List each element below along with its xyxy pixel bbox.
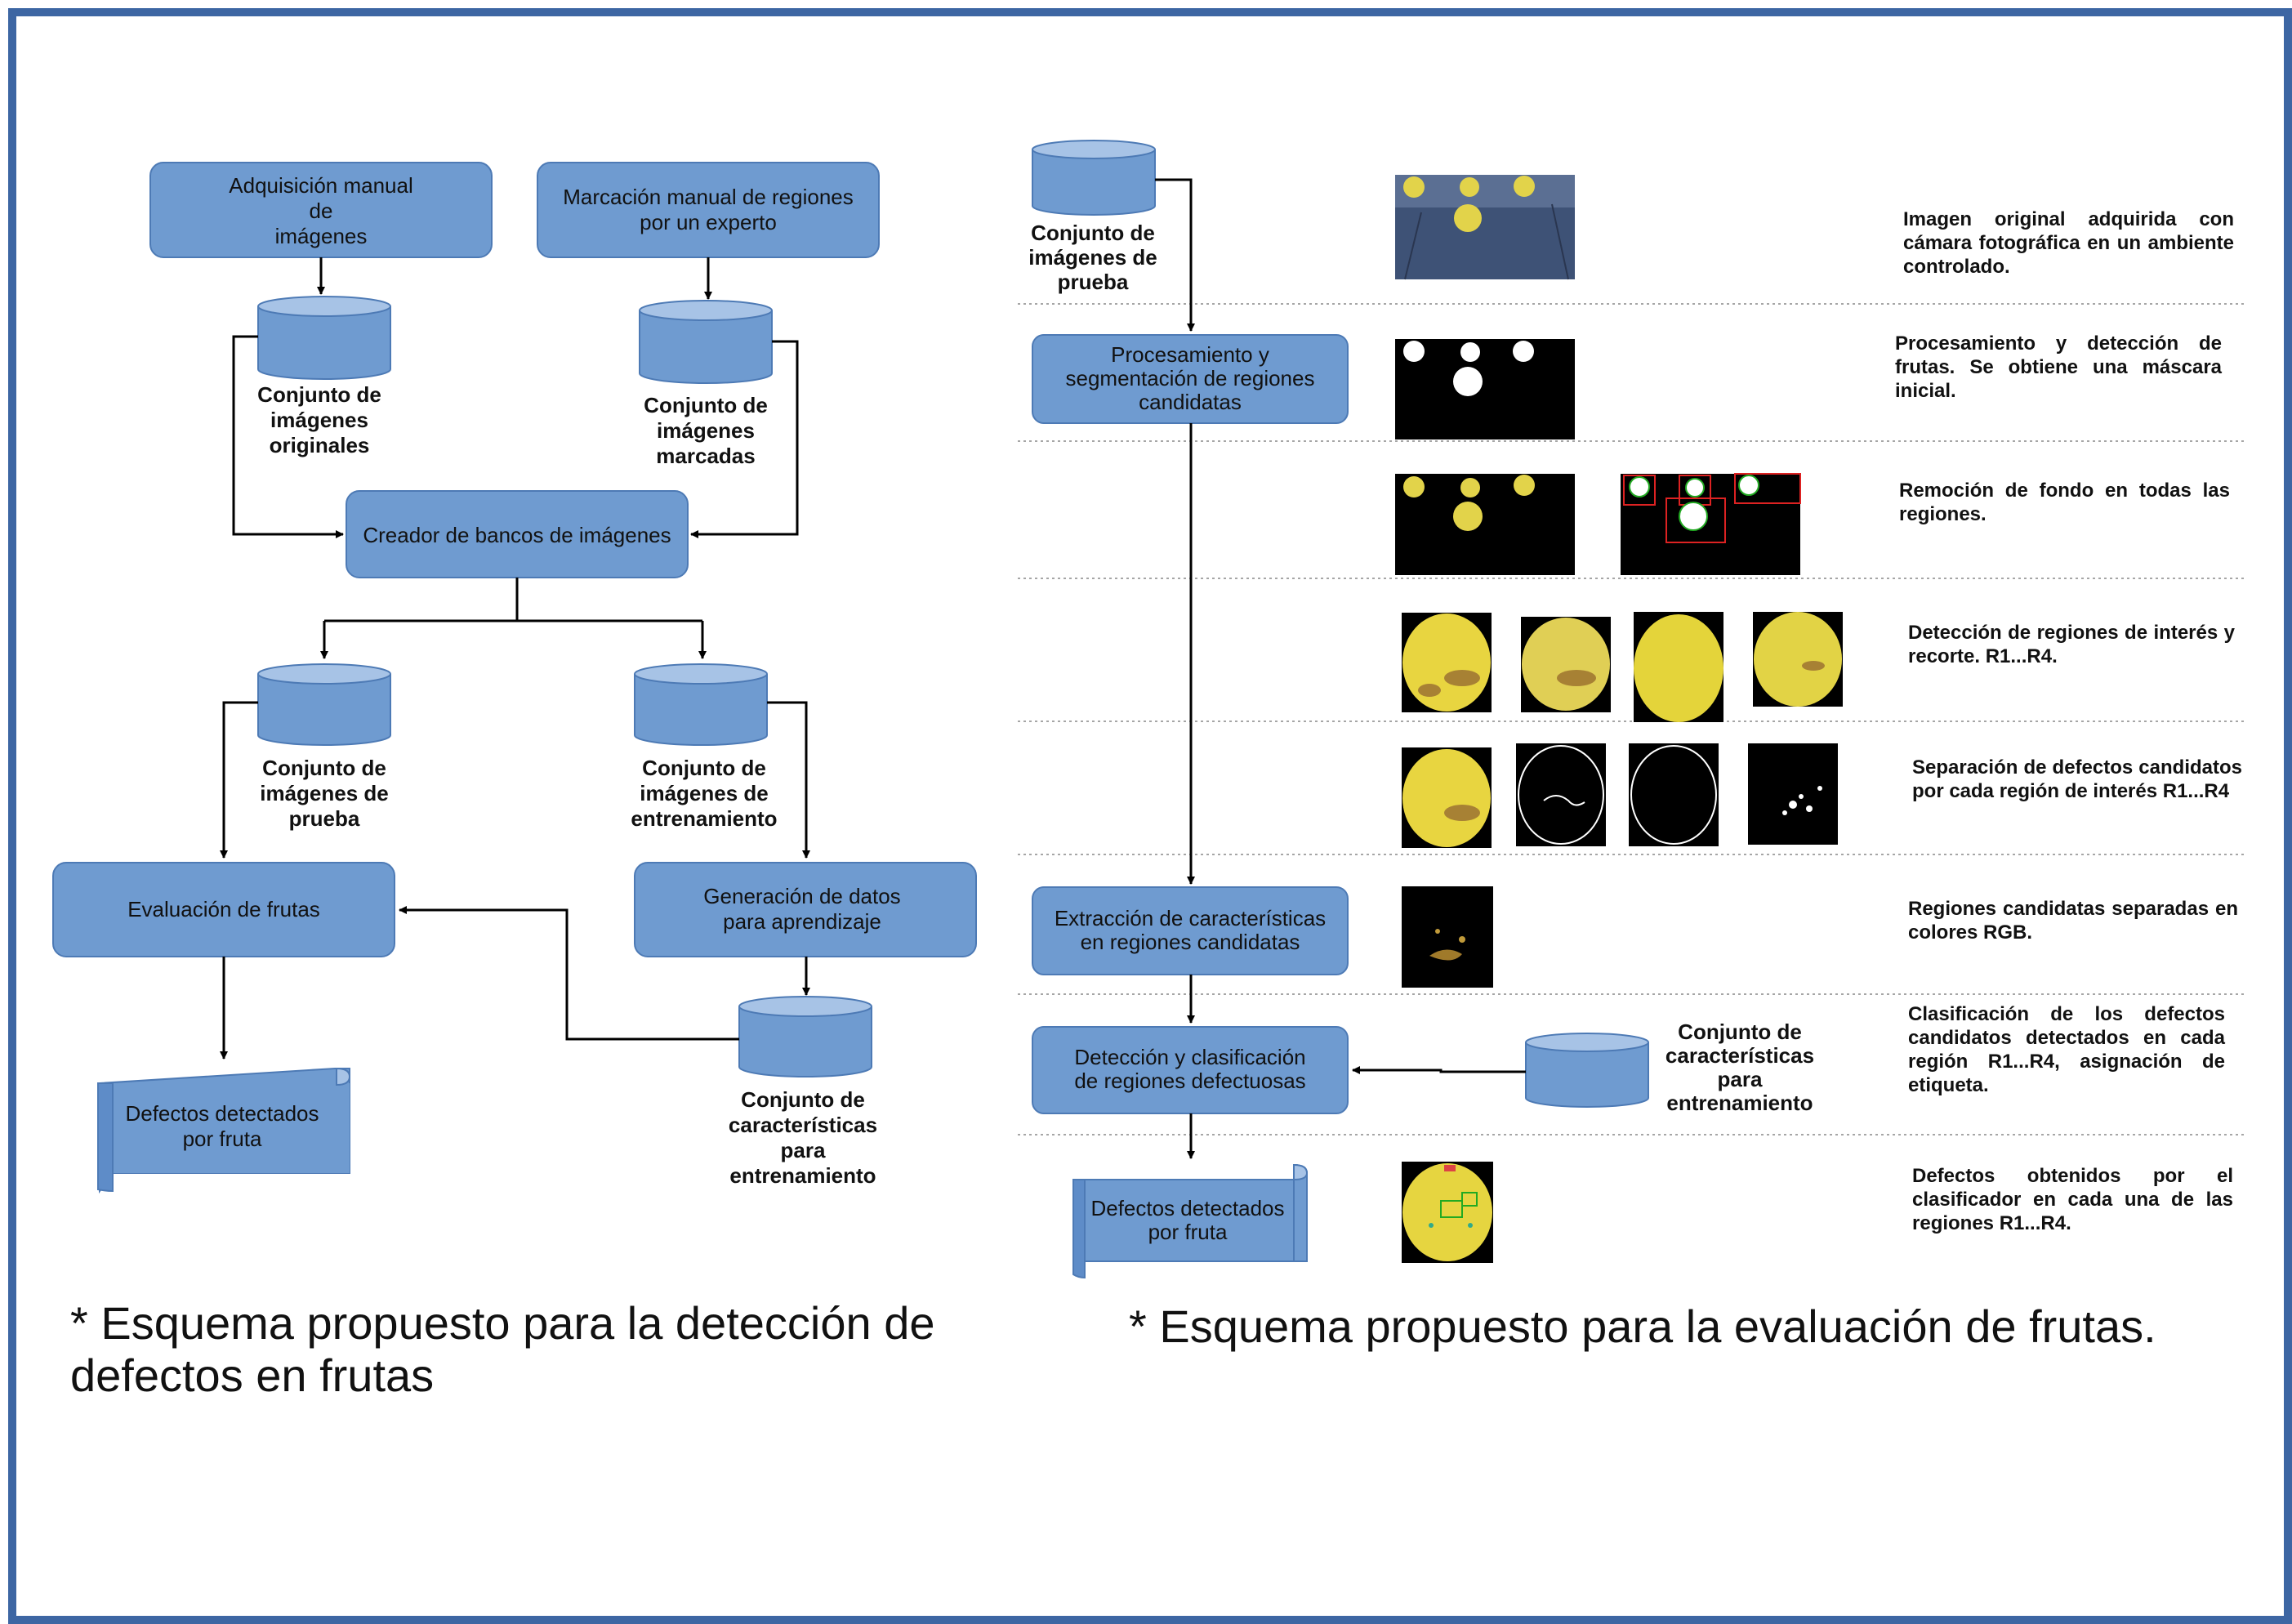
svg-text:Conjunto de: Conjunto de [257,382,381,407]
extraccion-box: Extracción de características en regione… [1032,886,1349,975]
db-prueba-right-icon [1032,140,1156,216]
svg-text:Conjunto de: Conjunto de [1678,1019,1802,1044]
thumb-sep-edges-1 [1516,743,1606,846]
svg-text:entrenamiento: entrenamiento [729,1163,876,1188]
page-frame [8,8,2292,1624]
defectos-scroll-left: Defectos detectados por fruta [97,1067,351,1194]
defectos-scroll-right: Defectos detectados por fruta [1072,1163,1309,1279]
left-diagram: Adquisición manual de imágenes Marcación… [52,162,977,1194]
svg-text:por fruta: por fruta [183,1127,262,1151]
right-diagram: Conjunto de imágenes de prueba Procesami… [1018,140,2246,1279]
svg-text:Conjunto de: Conjunto de [1031,221,1155,245]
svg-text:candidatas: candidatas [1139,390,1242,414]
adquisicion-box: Adquisición manual de imágenes [149,162,493,258]
db-originales-icon [257,296,391,380]
svg-text:Creador de bancos de imágenes: Creador de bancos de imágenes [363,523,671,547]
svg-text:Conjunto de: Conjunto de [642,756,766,780]
svg-text:para: para [781,1138,826,1162]
thumb-roi-r2 [1521,617,1611,712]
thumb-roi-r4 [1753,612,1843,707]
svg-text:imágenes de: imágenes de [640,781,769,805]
desc-deteccion-roi: Detección de regiones de interés y recor… [1908,622,2235,667]
svg-text:Detección y clasificación: Detección y clasificación [1074,1045,1305,1069]
desc-clasificacion: Clasificación de los defectos candidatos… [1908,1003,2225,1096]
svg-text:Procesamiento y: Procesamiento y [1111,342,1269,367]
thumb-roi-r1 [1402,613,1492,712]
svg-text:imágenes: imágenes [275,224,368,248]
thumb-sep-edges-2 [1629,743,1719,846]
thumb-roi-r3 [1634,612,1723,722]
thumb-rgb-candidates [1402,886,1493,988]
caption-left-line1: * Esquema propuesto para la detección de [70,1297,935,1349]
svg-text:entrenamiento: entrenamiento [631,806,777,831]
svg-text:originales: originales [270,433,370,457]
svg-text:imágenes de: imágenes de [260,781,389,805]
svg-text:prueba: prueba [1058,270,1129,294]
svg-text:prueba: prueba [289,806,360,831]
generacion-box: Generación de datos para aprendizaje [634,862,977,957]
svg-text:Conjunto de: Conjunto de [741,1087,865,1112]
creador-box: Creador de bancos de imágenes [346,490,689,578]
svg-text:imágenes de: imágenes de [1028,245,1157,270]
db-caracteristicas-right-icon [1525,1033,1649,1108]
svg-text:por un experto: por un experto [640,210,777,234]
svg-text:Marcación manual de regiones: Marcación manual de regiones [563,185,854,209]
marcacion-box: Marcación manual de regiones por un expe… [537,162,880,258]
thumb-result [1402,1162,1493,1263]
db-caracteristicas-icon [738,996,872,1077]
thumb-original-image [1395,175,1575,280]
svg-text:imágenes: imágenes [657,418,755,443]
desc-rgb: Regiones candidatas separadas en colores… [1908,898,2238,944]
thumb-mask [1395,339,1575,439]
svg-text:Adquisición manual: Adquisición manual [229,173,412,198]
db-prueba-icon [257,663,391,746]
svg-text:segmentación de regiones: segmentación de regiones [1066,366,1315,390]
svg-text:marcadas: marcadas [656,444,755,468]
svg-text:para aprendizaje: para aprendizaje [723,909,881,934]
svg-text:características: características [729,1113,877,1137]
desc-procesamiento: Procesamiento y detección de frutas. Se … [1895,332,2222,402]
desc-original: Imagen original adquirida con cámara fot… [1903,208,2234,278]
svg-text:de regiones defectuosas: de regiones defectuosas [1074,1069,1305,1093]
thumb-background-removed [1395,474,1575,575]
caption-right: * Esquema propuesto para la evaluación d… [1129,1301,2156,1352]
desc-remocion: Remoción de fondo en todas las regiones. [1899,480,2230,525]
svg-text:en regiones candidatas: en regiones candidatas [1081,930,1300,954]
db-entrenamiento-icon [634,663,768,746]
svg-text:Generación de datos: Generación de datos [703,884,900,908]
thumb-regions-boxes [1621,473,1801,575]
svg-text:para: para [1718,1067,1763,1091]
thumb-sep-defects [1748,743,1838,845]
svg-text:imágenes: imágenes [270,408,368,432]
svg-text:Evaluación de frutas: Evaluación de frutas [127,897,320,921]
svg-text:entrenamiento: entrenamiento [1666,1091,1813,1115]
db-marcadas-icon [639,300,773,384]
svg-text:Defectos detectados: Defectos detectados [1090,1196,1284,1220]
thumb-sep-fruit [1402,747,1492,848]
deteccion-box: Detección y clasificación de regiones de… [1032,1026,1349,1114]
evaluacion-box: Evaluación de frutas [52,862,395,957]
svg-text:por fruta: por fruta [1148,1220,1228,1244]
procesamiento-box: Procesamiento y segmentación de regiones… [1032,334,1349,424]
svg-text:Defectos detectados: Defectos detectados [125,1101,319,1126]
desc-separacion: Separación de defectos candidatos por ca… [1912,756,2242,802]
desc-resultado: Defectos obtenidos por el clasificador e… [1912,1165,2233,1234]
svg-text:Conjunto de: Conjunto de [262,756,386,780]
caption-left: * Esquema propuesto para la detección de… [70,1297,1050,1402]
svg-text:Extracción de características: Extracción de características [1055,906,1326,930]
svg-text:características: características [1665,1043,1814,1068]
caption-left-line2: defectos en frutas [70,1350,435,1401]
svg-text:de: de [310,199,333,223]
svg-text:Conjunto de: Conjunto de [644,393,768,417]
